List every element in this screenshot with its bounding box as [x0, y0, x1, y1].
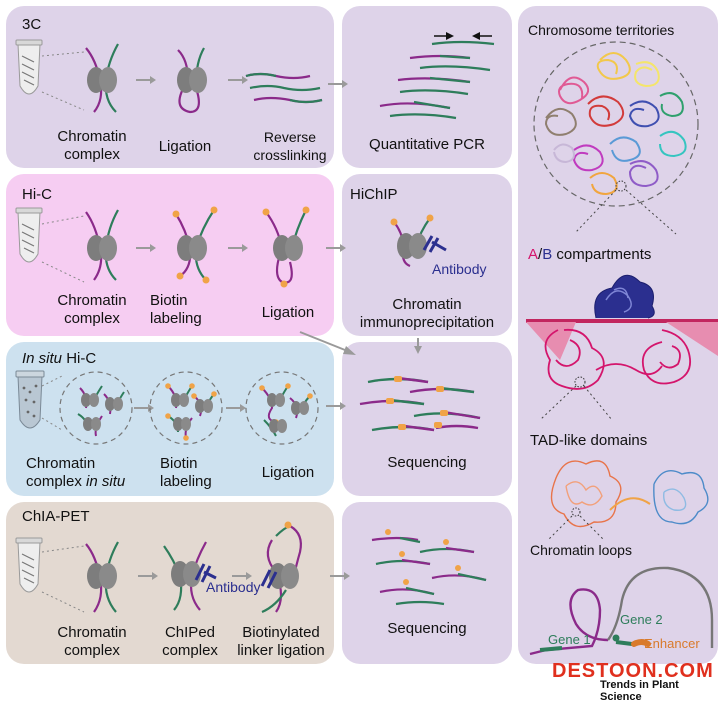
label-line: linker ligation	[237, 642, 325, 659]
chiped-complex	[163, 541, 217, 611]
label-chromatin-loops: Chromatin loops	[530, 542, 632, 558]
label-slash: /	[538, 246, 543, 263]
watermark-sub: Trends in Plant Science	[600, 679, 679, 703]
label-antibody-chiapet: Antibody	[206, 579, 261, 595]
title-3c: 3C	[22, 16, 42, 33]
label-line: Chromatin	[392, 296, 462, 313]
label-rest: compartments	[552, 246, 652, 263]
label-ab-compartments: A/B compartments	[528, 246, 651, 263]
label-a: A	[528, 246, 539, 263]
biotin-labeled-complex	[172, 206, 218, 284]
label-line: complex	[64, 310, 120, 327]
title-insitu-hic: In situ Hi-C	[22, 350, 96, 367]
label-line: complex	[64, 642, 120, 659]
label-b: B	[542, 246, 553, 263]
label-gene1: Gene 1	[548, 632, 591, 647]
label-ligation-insitu: Ligation	[261, 464, 315, 481]
label-line: ChIPed	[164, 624, 216, 641]
gene-enhancer-loop	[529, 566, 714, 656]
chromatin-loops	[547, 460, 709, 541]
chromatin-complex-3c	[85, 43, 119, 113]
title-italic: In situ	[22, 350, 63, 367]
label-ligation-3c: Ligation	[158, 138, 212, 155]
label-line: Reverse	[263, 129, 317, 145]
watermark-brand: DESTOON.COM	[552, 660, 714, 682]
label-sequencing-insitu: Sequencing	[387, 454, 467, 471]
label-ligation-hic: Ligation	[261, 304, 315, 321]
chromosome-territories	[544, 52, 687, 196]
label-tad-domains: TAD-like domains	[530, 432, 648, 449]
label-line: complex	[64, 146, 120, 163]
chromatin-complex-chiapet	[85, 541, 119, 613]
reverse-crosslinked-dna	[245, 72, 323, 104]
label-line: complex	[162, 642, 218, 659]
label-line: Chromatin	[57, 292, 127, 309]
label-part: complex	[26, 473, 87, 490]
label-reverse-crosslinking: Reverse crosslinking	[242, 128, 338, 164]
label-line: labeling	[160, 473, 212, 490]
hichip-complex	[390, 214, 447, 268]
chromatin-complex-hic	[85, 209, 119, 281]
nucleus-insitu-1	[59, 371, 133, 445]
label-gene2: Gene 2	[620, 612, 663, 627]
panel-3c-result	[342, 6, 512, 168]
label-line: immunoprecipitation	[359, 314, 495, 331]
ab-compartments	[526, 274, 718, 421]
nucleus-insitu-2	[149, 371, 223, 445]
panel-chiapet-result	[342, 502, 512, 664]
tube-insitu	[15, 370, 45, 429]
label-sequencing-chiapet: Sequencing	[387, 620, 467, 637]
label-line: labeling	[150, 310, 202, 327]
sequencing-reads-insitu	[359, 376, 481, 432]
panel-hichip	[342, 174, 512, 336]
panel-insitu-result	[342, 342, 512, 496]
nucleus-territories	[533, 41, 699, 207]
label-quantitative-pcr: Quantitative PCR	[369, 136, 485, 153]
title-chiapet: ChIA-PET	[22, 508, 90, 525]
label-line: crosslinking	[253, 147, 327, 163]
label-line: Biotin	[150, 292, 188, 309]
nucleus-insitu-3	[245, 371, 319, 445]
title-hichip: HiChIP	[350, 186, 398, 203]
label-enhancer: Enhancer	[644, 636, 700, 651]
title-hic: Hi-C	[22, 186, 52, 203]
label-line: Biotinylated	[242, 624, 320, 641]
label-chromatin-complex-insitu: Chromatin complex in situ	[26, 455, 146, 491]
label-part-italic: in situ	[86, 473, 126, 490]
title-rest: Hi-C	[62, 350, 97, 367]
biotinylated-linker-complex	[260, 521, 302, 614]
ligation-3c	[177, 47, 207, 114]
label-line: complex in situ	[26, 473, 146, 491]
sequencing-reads-chiapet	[371, 536, 487, 606]
panel-insitu	[6, 342, 334, 496]
tube-icon	[15, 207, 43, 263]
label-line: Biotin	[160, 455, 198, 472]
ligated-complex-hic	[262, 206, 310, 288]
label-chromosome-territories: Chromosome territories	[528, 22, 675, 38]
label-line: Chromatin	[57, 128, 127, 145]
label-line: Chromatin	[26, 455, 96, 472]
tube-icon	[15, 537, 43, 593]
label-antibody-hichip: Antibody	[432, 261, 487, 277]
label-line: Chromatin	[57, 624, 127, 641]
pcr-products	[379, 32, 495, 120]
tube-icon	[15, 39, 43, 95]
